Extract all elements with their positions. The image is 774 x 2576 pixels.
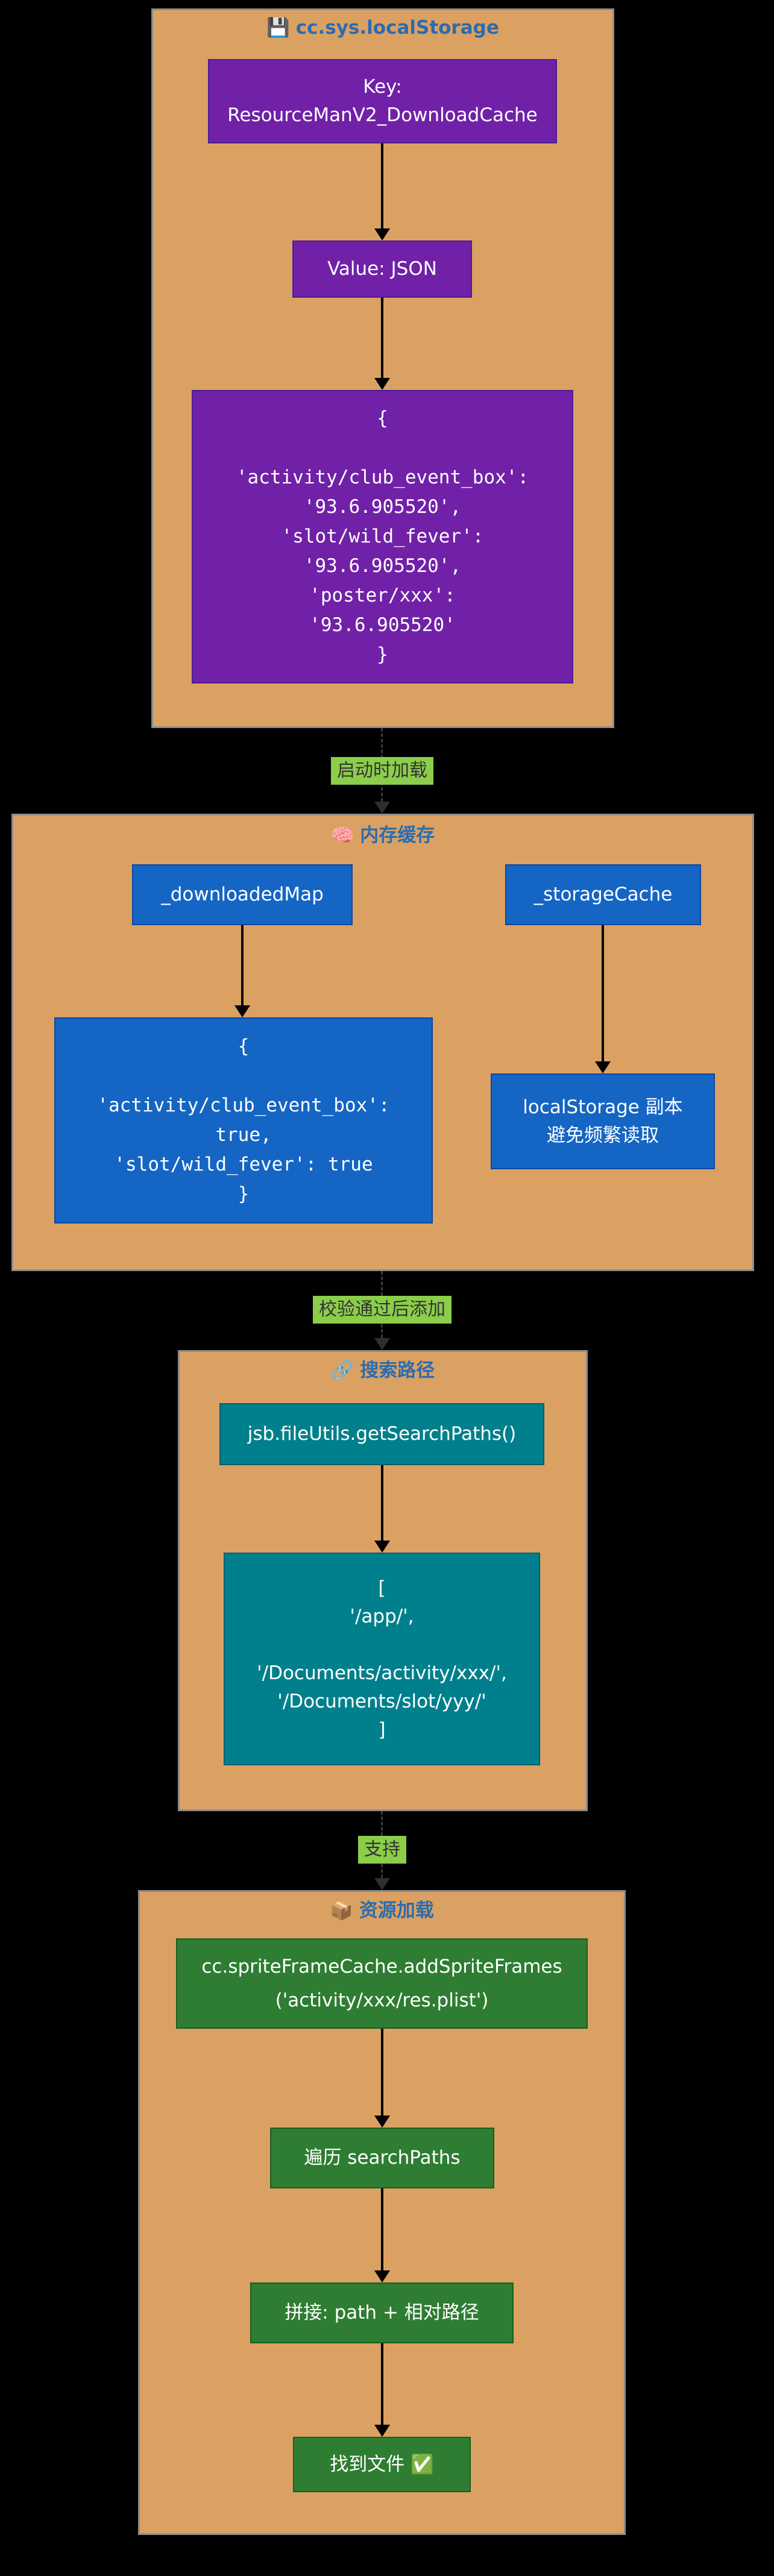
node-storage-copy: localStorage 副本 避免频繁读取 — [491, 1073, 715, 1169]
edge-key-to-value — [381, 143, 383, 230]
subgraph-title-text: 资源加载 — [359, 1900, 434, 1921]
edge-value-to-json — [381, 298, 383, 379]
arrowhead-icon — [374, 2425, 390, 2437]
node-get-search-paths: jsb.fileUtils.getSearchPaths() — [219, 1403, 544, 1465]
node-paths-array: [ '/app/', '/Documents/activity/xxx/', '… — [224, 1553, 540, 1765]
subgraph-memory-cache-title: 🧠 内存缓存 — [11, 822, 754, 849]
arrowhead-icon — [374, 1338, 390, 1350]
arrowhead-icon — [374, 2270, 390, 2282]
edge-sprite-to-iterate — [381, 2029, 383, 2117]
edge-label-add-after-verify: 校验通过后添加 — [313, 1296, 452, 1324]
arrowhead-icon — [374, 1541, 390, 1553]
edge-iterate-to-concat — [381, 2188, 383, 2272]
arrowhead-icon — [374, 802, 390, 814]
package-icon: 📦 — [330, 1900, 353, 1921]
edge-label-startup-load: 启动时加载 — [331, 757, 433, 785]
node-add-sprite-frames: cc.spriteFrameCache.addSpriteFrames ('ac… — [176, 1938, 588, 2029]
edge-label-support: 支持 — [358, 1836, 406, 1864]
arrowhead-icon — [374, 378, 390, 390]
subgraph-title-text: 搜索路径 — [360, 1360, 435, 1381]
edge-concat-to-found — [381, 2343, 383, 2426]
node-storage-cache: _storageCache — [505, 864, 701, 925]
subgraph-title-text: cc.sys.localStorage — [295, 17, 499, 39]
subgraph-resource-load-title: 📦 资源加载 — [138, 1897, 626, 1924]
subgraph-local-storage-title: 💾cc.sys.localStorage — [151, 14, 614, 41]
edge-cache-to-copy — [602, 925, 604, 1063]
arrowhead-icon — [374, 228, 390, 240]
node-downloaded-map: _downloadedMap — [132, 864, 353, 925]
arrowhead-icon — [374, 2116, 390, 2128]
brain-icon: 🧠 — [330, 825, 354, 846]
subgraph-title-text: 内存缓存 — [360, 825, 435, 846]
arrowhead-icon — [595, 1061, 611, 1073]
node-concat-path: 拼接: path + 相对路径 — [250, 2282, 514, 2343]
arrowhead-icon — [234, 1005, 250, 1017]
edge-map-to-json — [241, 925, 244, 1007]
node-file-found: 找到文件 ✅ — [293, 2437, 471, 2492]
node-map-json: { 'activity/club_event_box': true, 'slot… — [54, 1017, 433, 1224]
node-storage-key: Key: ResourceManV2_DownloadCache — [208, 59, 557, 143]
node-iterate-searchpaths: 遍历 searchPaths — [270, 2128, 494, 2188]
link-icon: 🔗 — [330, 1360, 354, 1381]
edge-getpaths-to-array — [381, 1465, 383, 1542]
node-storage-value: Value: JSON — [292, 240, 472, 298]
arrowhead-icon — [374, 1878, 390, 1890]
node-storage-json: { 'activity/club_event_box': '93.6.90552… — [192, 390, 573, 683]
subgraph-search-paths-title: 🔗 搜索路径 — [178, 1357, 588, 1384]
floppy-disk-icon: 💾 — [266, 17, 290, 39]
